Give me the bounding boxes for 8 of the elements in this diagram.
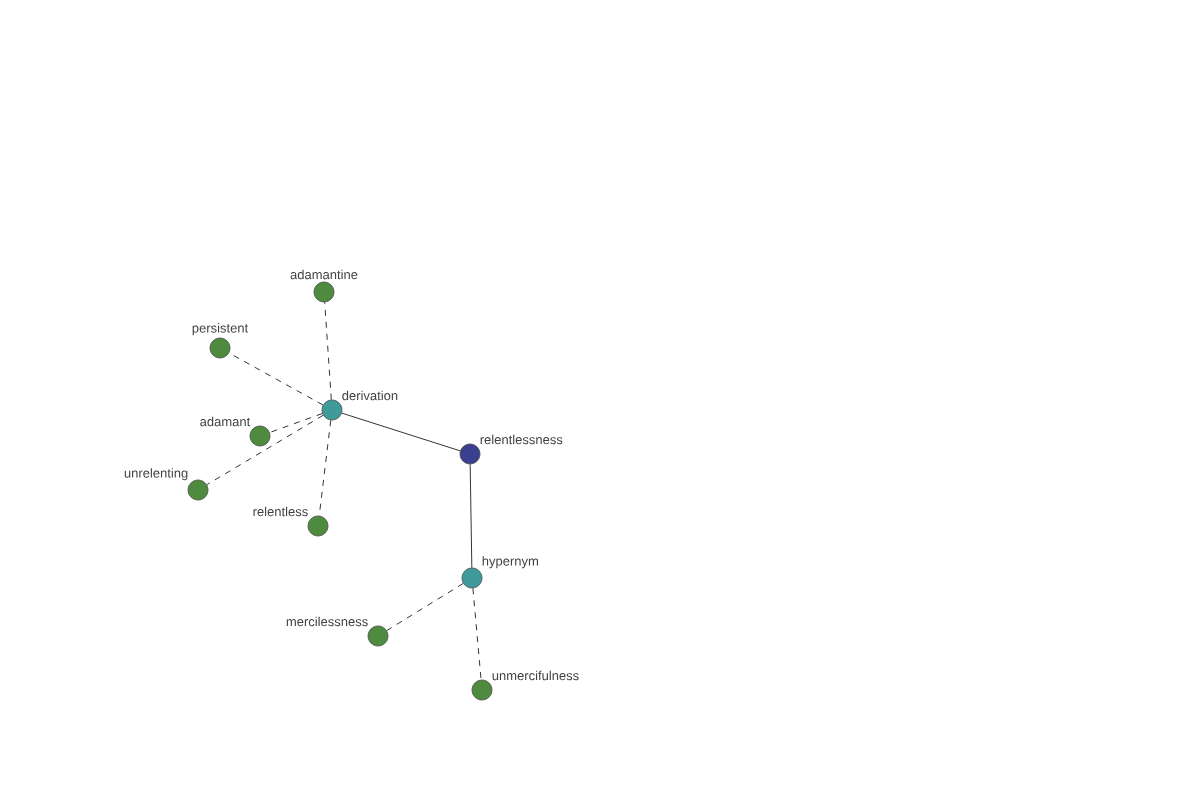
connector-line: [341, 412, 461, 452]
connector-line: [228, 352, 324, 406]
connector-line: [269, 413, 323, 433]
connector-line: [386, 583, 464, 631]
connector-line: [324, 302, 332, 400]
connector-line: [206, 414, 324, 486]
connector-line: [472, 587, 482, 681]
connector-line: [469, 464, 473, 568]
